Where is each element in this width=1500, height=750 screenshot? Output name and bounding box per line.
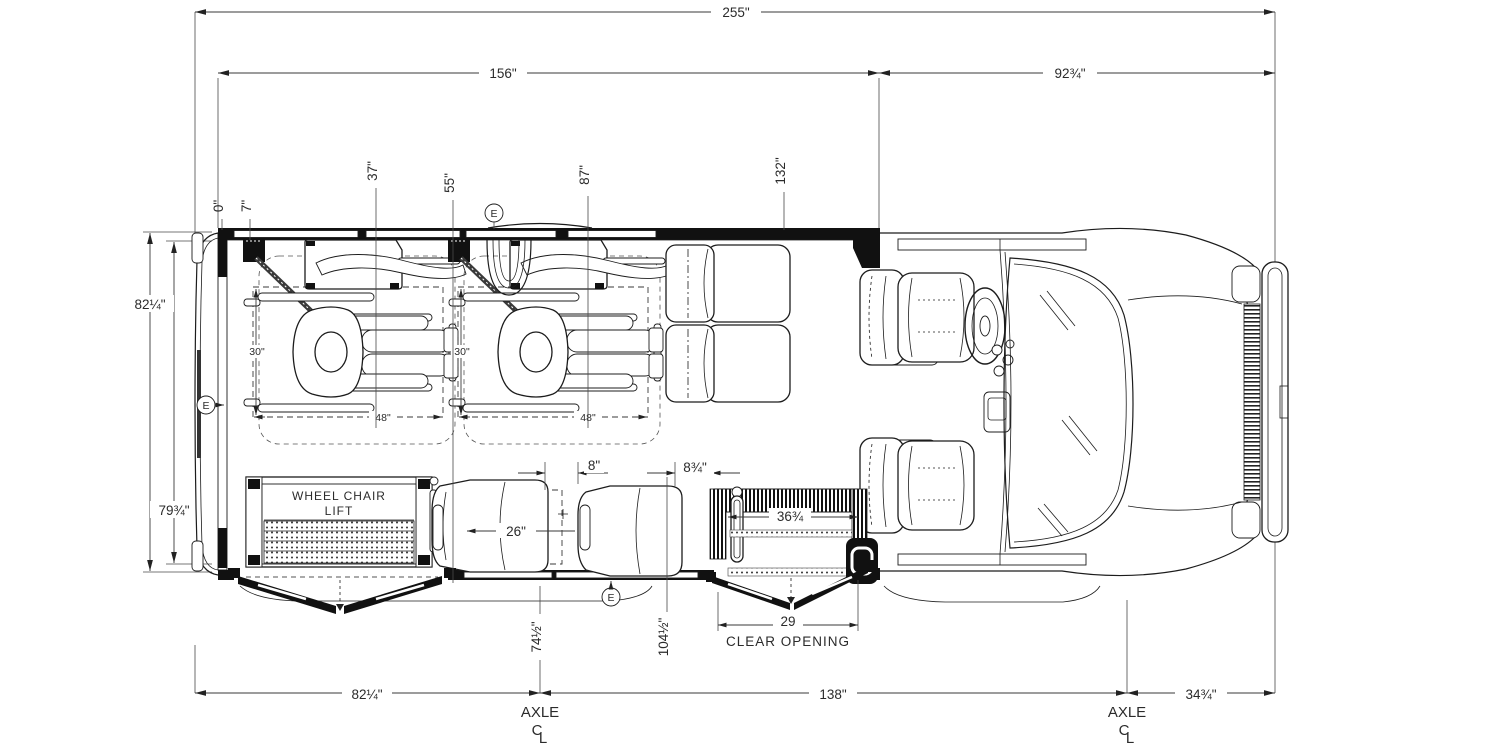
cab-top-edge <box>880 227 1257 269</box>
dim-wc-length: 48" <box>375 412 391 424</box>
cab-bottom-edge <box>880 535 1257 577</box>
hood-line <box>1127 501 1243 511</box>
lift-label-line1: WHEEL CHAIR <box>292 489 386 503</box>
hood-line <box>1127 295 1243 305</box>
cab-window-band-top <box>897 238 1087 251</box>
station-104-half: 104½" <box>656 618 671 657</box>
dim-step-gap: 8¾" <box>683 460 707 475</box>
exit-symbol-top: E <box>484 203 504 229</box>
dash-cowl <box>999 249 1007 555</box>
dim-wheelbase: 138" <box>819 687 847 702</box>
wheelchair-lift: WHEEL CHAIR LIFT <box>245 476 439 568</box>
dimension-body-and-front: 156" 92¾" <box>217 65 1275 230</box>
headlight <box>1231 501 1261 539</box>
headlight <box>1231 265 1261 303</box>
station-87: 87" <box>577 165 592 185</box>
station-7: 7" <box>239 200 254 213</box>
rear-axle-centerline-l: L <box>539 730 547 747</box>
exit-letter: E <box>607 592 614 604</box>
entry-doors-open <box>706 560 876 610</box>
exit-symbol-bottom: E <box>601 581 621 607</box>
front-axle-label: AXLE <box>1108 704 1146 721</box>
dim-front-overhang: 34¾" <box>1185 687 1216 702</box>
driver-seat-cushion <box>897 272 975 363</box>
dim-seat-gap: 8" <box>588 458 601 473</box>
rear-axle-centerline-c: C <box>532 722 543 739</box>
grab-handle <box>432 504 444 551</box>
dimension-bottom-row: 82¼" 138" 34¾" AXLE C L AXLE C L <box>195 600 1275 747</box>
station-74-half: 74½" <box>529 621 544 652</box>
rear-wheel-bulge <box>487 222 593 229</box>
station-37: 37" <box>365 161 380 181</box>
wall-stanchion <box>486 239 532 296</box>
curbside-seat-2 <box>558 485 683 577</box>
dim-body-length: 156" <box>489 66 517 81</box>
grab-handle <box>579 504 591 551</box>
dim-front-length: 92¾" <box>1054 66 1085 81</box>
window <box>465 230 557 238</box>
rear-axle-label: AXLE <box>521 704 559 721</box>
station-geometry <box>448 238 672 445</box>
window <box>463 571 553 579</box>
dim-overall-length: 255" <box>722 5 750 20</box>
passenger-seat-cushion <box>897 440 975 531</box>
exit-symbols: E E E <box>196 203 621 607</box>
exit-letter: E <box>490 208 497 220</box>
occupant-head <box>314 331 348 373</box>
occupant-head <box>519 331 553 373</box>
front-grille <box>1243 303 1261 501</box>
exit-letter: E <box>202 400 209 412</box>
dim-width-front: 79¾" <box>158 503 189 518</box>
belt-retractor <box>243 238 265 262</box>
entry-step-well <box>709 486 878 584</box>
local-dimensions: 26" 8" 8¾" 36¾ 29 CLEAR OPENING <box>467 458 859 649</box>
dim-width-rear: 82¼" <box>134 297 165 312</box>
belt-retractor <box>448 238 470 262</box>
entry-grab-handle <box>730 495 744 563</box>
dim-seat-width: 26" <box>506 524 526 539</box>
dim-step-width: 36¾ <box>777 509 804 524</box>
front-axle-centerline-c: C <box>1119 722 1130 739</box>
window <box>233 230 359 238</box>
b-pillar-joint <box>853 228 880 268</box>
exit-symbol-rear: E <box>196 395 224 415</box>
lift-doors-open <box>228 568 456 614</box>
dim-wc-width: 30" <box>249 346 265 358</box>
station-callouts: 0" 7" 37" 55" 87" 132" 74½" 104½" <box>211 157 788 693</box>
dim-rear-overhang: 82¼" <box>351 687 382 702</box>
station-132: 132" <box>773 157 788 185</box>
station-geometry <box>243 238 467 445</box>
cab-window-band-bottom <box>897 553 1087 566</box>
mid-row-seats <box>665 244 791 403</box>
dimension-widths-left: 82¼" 79¾" <box>126 231 212 573</box>
station-55: 55" <box>442 173 457 193</box>
wheelchair-station-1: 30" 48" <box>243 238 467 445</box>
window <box>567 230 657 238</box>
lift-platform-tread <box>263 520 415 564</box>
lift-label-line2: LIFT <box>325 504 354 518</box>
curbside-seat-1 <box>431 479 563 573</box>
cab-interior <box>859 249 1243 555</box>
van-interior: 30" 48" <box>228 238 1243 614</box>
front-bumper <box>1261 261 1289 543</box>
windshield <box>1003 257 1134 549</box>
clear-opening-label: CLEAR OPENING <box>726 634 850 649</box>
front-axle-centerline-l: L <box>1126 730 1134 747</box>
dim-door-clear: 29 <box>780 614 795 629</box>
station-0: 0" <box>211 200 226 213</box>
running-board <box>883 585 1101 603</box>
window <box>365 230 461 238</box>
wheelchair-station-2: 30" 48" <box>448 238 672 445</box>
dim-wc-width: 30" <box>454 346 470 358</box>
